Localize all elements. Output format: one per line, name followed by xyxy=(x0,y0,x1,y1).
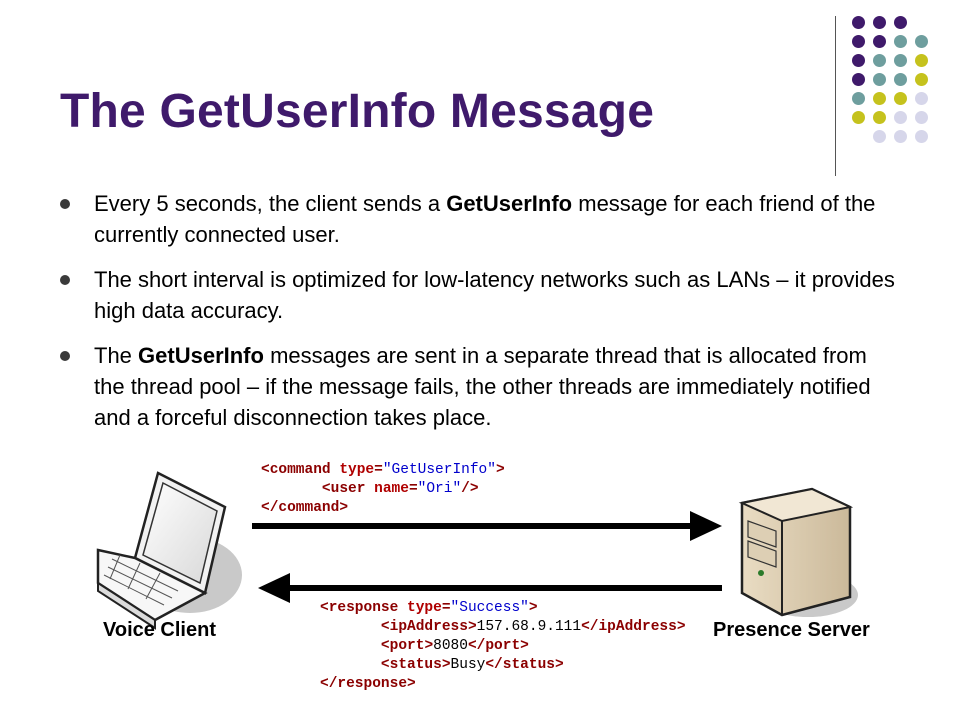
decorative-dot xyxy=(852,35,865,48)
bullet-item: The short interval is optimized for low-… xyxy=(60,264,900,326)
decorative-dot xyxy=(852,73,865,86)
laptop-icon xyxy=(96,471,242,630)
decorative-dot xyxy=(894,35,907,48)
decorative-dot xyxy=(894,16,907,29)
decorative-dot xyxy=(873,92,886,105)
bullet-text: message for each friend of the currently… xyxy=(94,191,876,247)
slide-title: The GetUserInfo Message xyxy=(60,85,655,138)
decorative-dot xyxy=(873,130,886,143)
decorative-dot xyxy=(915,73,928,86)
response-arrow xyxy=(258,573,722,603)
message-flow-diagram: <command type="GetUserInfo"> <user name=… xyxy=(0,455,960,720)
decorative-dot xyxy=(873,16,886,29)
decorative-dot xyxy=(894,73,907,86)
client-label: Voice Client xyxy=(103,619,216,641)
bullet-bold-text: GetUserInfo xyxy=(446,191,573,216)
decorative-dot xyxy=(852,16,865,29)
decorative-dot xyxy=(915,111,928,124)
bullet-dot-icon xyxy=(60,199,70,209)
decorative-dot xyxy=(894,54,907,67)
diagram-graphics xyxy=(96,471,858,630)
decorative-dot xyxy=(894,92,907,105)
decorative-dot xyxy=(915,92,928,105)
bullet-item: Every 5 seconds, the client sends a GetU… xyxy=(60,188,900,250)
decorative-dot xyxy=(873,54,886,67)
decorative-dot xyxy=(915,35,928,48)
server-label: Presence Server xyxy=(713,619,870,641)
decorative-divider-line xyxy=(835,16,836,176)
decorative-dot xyxy=(873,35,886,48)
decorative-dot xyxy=(852,54,865,67)
bullet-text: The xyxy=(94,343,139,368)
bullet-text: Every 5 seconds, the client sends a xyxy=(94,191,447,216)
bullet-text: The short interval is optimized for low-… xyxy=(94,267,895,323)
response-xml-code: <response type="Success"> <ipAddress>157… xyxy=(320,600,686,692)
bullet-list: Every 5 seconds, the client sends a GetU… xyxy=(60,188,900,447)
decorative-dot xyxy=(894,111,907,124)
server-tower-icon xyxy=(738,487,858,617)
decorative-dot xyxy=(873,111,886,124)
bullet-dot-icon xyxy=(60,351,70,361)
bullet-text: messages are sent in a separate thread t… xyxy=(94,343,871,430)
decorative-dot xyxy=(915,54,928,67)
decorative-dot-grid xyxy=(842,12,946,162)
request-arrow xyxy=(252,511,722,541)
bullet-dot-icon xyxy=(60,275,70,285)
decorative-dot xyxy=(852,92,865,105)
decorative-dot xyxy=(915,130,928,143)
request-xml-code: <command type="GetUserInfo"> <user name=… xyxy=(261,462,505,516)
bullet-bold-text: GetUserInfo xyxy=(138,343,264,368)
decorative-dot xyxy=(873,73,886,86)
decorative-dot xyxy=(852,111,865,124)
bullet-item: The GetUserInfo messages are sent in a s… xyxy=(60,340,900,433)
decorative-dot xyxy=(894,130,907,143)
